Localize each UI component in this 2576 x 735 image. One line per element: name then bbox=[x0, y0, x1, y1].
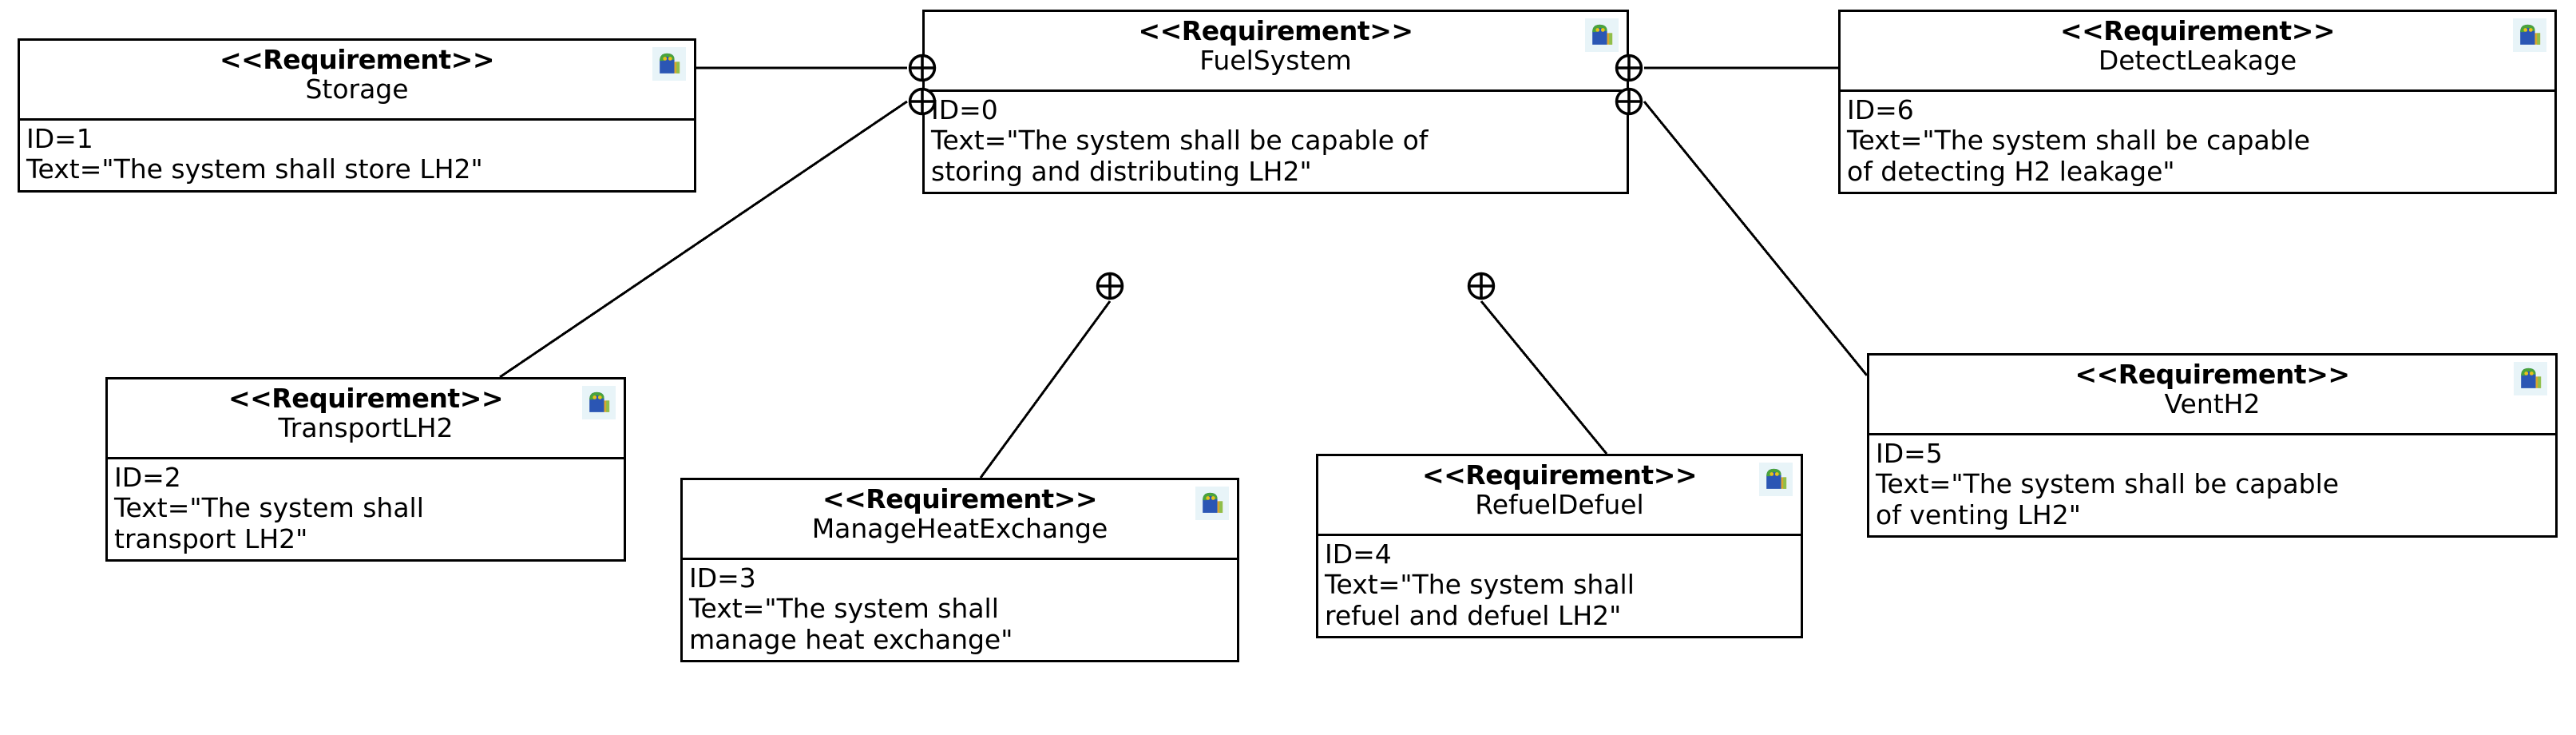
requirement-block-transportlh2[interactable]: <<Requirement>> TransportLH2 ID=2 Text="… bbox=[105, 377, 626, 562]
requirement-stereotype: <<Requirement>> bbox=[822, 483, 1098, 514]
requirement-id: ID=5 bbox=[1876, 438, 1943, 469]
requirement-text: Text="The system shall refuel and defuel… bbox=[1325, 569, 1635, 631]
requirement-body: ID=4 Text="The system shall refuel and d… bbox=[1318, 536, 1801, 636]
requirement-body: ID=3 Text="The system shall manage heat … bbox=[683, 560, 1237, 660]
requirement-name: TransportLH2 bbox=[278, 411, 454, 443]
requirement-name: ManageHeatExchange bbox=[811, 512, 1108, 544]
requirement-name: DetectLeakage bbox=[2098, 44, 2297, 76]
requirement-stereotype: <<Requirement>> bbox=[1138, 15, 1413, 46]
connector-fuelsystem-refueldefuel bbox=[1480, 300, 1608, 455]
containment-marker-storage bbox=[908, 54, 937, 82]
requirement-block-fuelsystem[interactable]: <<Requirement>> FuelSystem ID=0 Text="Th… bbox=[922, 10, 1629, 194]
containment-marker-transportlh2 bbox=[908, 87, 937, 116]
connector-fuelsystem-manageheatexchange bbox=[979, 300, 1112, 479]
requirement-block-refueldefuel[interactable]: <<Requirement>> RefuelDefuel ID=4 Text="… bbox=[1316, 454, 1803, 638]
requirement-body: ID=2 Text="The system shall transport LH… bbox=[108, 459, 624, 559]
requirement-header: <<Requirement>> RefuelDefuel bbox=[1318, 456, 1801, 536]
requirement-stereotype: <<Requirement>> bbox=[1421, 459, 1698, 491]
requirement-stereotype: <<Requirement>> bbox=[2075, 359, 2350, 390]
requirement-block-venth2[interactable]: <<Requirement>> VentH2 ID=5 Text="The sy… bbox=[1867, 353, 2558, 538]
requirement-icon bbox=[652, 47, 686, 81]
requirement-text: Text="The system shall store LH2" bbox=[26, 153, 483, 185]
requirement-name: Storage bbox=[305, 73, 409, 105]
requirement-icon bbox=[1759, 463, 1793, 496]
requirement-icon bbox=[1195, 487, 1229, 520]
requirement-stereotype: <<Requirement>> bbox=[219, 44, 495, 75]
requirement-header: <<Requirement>> TransportLH2 bbox=[108, 379, 624, 459]
requirement-body: ID=1 Text="The system shall store LH2" bbox=[20, 121, 694, 190]
requirement-body: ID=5 Text="The system shall be capable o… bbox=[1869, 435, 2555, 535]
requirement-icon bbox=[1585, 18, 1619, 52]
requirement-id: ID=3 bbox=[689, 562, 756, 594]
requirement-stereotype: <<Requirement>> bbox=[2059, 15, 2336, 46]
connector-fuelsystem-venth2 bbox=[1643, 101, 1869, 376]
requirement-body: ID=6 Text="The system shall be capable o… bbox=[1841, 92, 2554, 192]
requirement-icon bbox=[2513, 18, 2546, 52]
requirement-block-manageheatexchange[interactable]: <<Requirement>> ManageHeatExchange ID=3 … bbox=[680, 478, 1239, 662]
connector-fuelsystem-transportlh2 bbox=[499, 100, 908, 379]
requirement-id: ID=2 bbox=[114, 462, 181, 493]
requirement-id: ID=1 bbox=[26, 123, 93, 154]
containment-marker-refueldefuel bbox=[1467, 272, 1496, 300]
requirement-block-detectleakage[interactable]: <<Requirement>> DetectLeakage ID=6 Text=… bbox=[1838, 10, 2557, 194]
requirement-text: Text="The system shall be capable of det… bbox=[1847, 125, 2311, 187]
requirement-text: Text="The system shall be capable of sto… bbox=[931, 125, 1429, 187]
containment-marker-detectleakage bbox=[1615, 54, 1643, 82]
requirement-text: Text="The system shall transport LH2" bbox=[114, 492, 424, 554]
requirement-header: <<Requirement>> ManageHeatExchange bbox=[683, 480, 1237, 560]
requirement-name: FuelSystem bbox=[1199, 44, 1352, 76]
requirement-block-storage[interactable]: <<Requirement>> Storage ID=1 Text="The s… bbox=[18, 38, 696, 193]
requirement-icon bbox=[2514, 362, 2547, 395]
requirement-id: ID=0 bbox=[931, 94, 998, 125]
requirement-header: <<Requirement>> DetectLeakage bbox=[1841, 12, 2554, 92]
requirement-header: <<Requirement>> FuelSystem bbox=[925, 12, 1627, 92]
requirement-name: VentH2 bbox=[2164, 387, 2261, 419]
requirement-icon bbox=[582, 386, 616, 419]
requirement-header: <<Requirement>> VentH2 bbox=[1869, 356, 2555, 435]
requirement-id: ID=6 bbox=[1847, 94, 1914, 125]
containment-marker-manageheatexchange bbox=[1096, 272, 1124, 300]
requirement-header: <<Requirement>> Storage bbox=[20, 41, 694, 121]
containment-marker-venth2 bbox=[1615, 87, 1643, 116]
requirement-id: ID=4 bbox=[1325, 538, 1392, 570]
requirement-stereotype: <<Requirement>> bbox=[228, 383, 504, 414]
requirement-name: RefuelDefuel bbox=[1475, 488, 1644, 520]
requirement-text: Text="The system shall be capable of ven… bbox=[1876, 468, 2340, 530]
requirement-text: Text="The system shall manage heat excha… bbox=[689, 593, 1013, 655]
requirement-body: ID=0 Text="The system shall be capable o… bbox=[925, 92, 1627, 192]
